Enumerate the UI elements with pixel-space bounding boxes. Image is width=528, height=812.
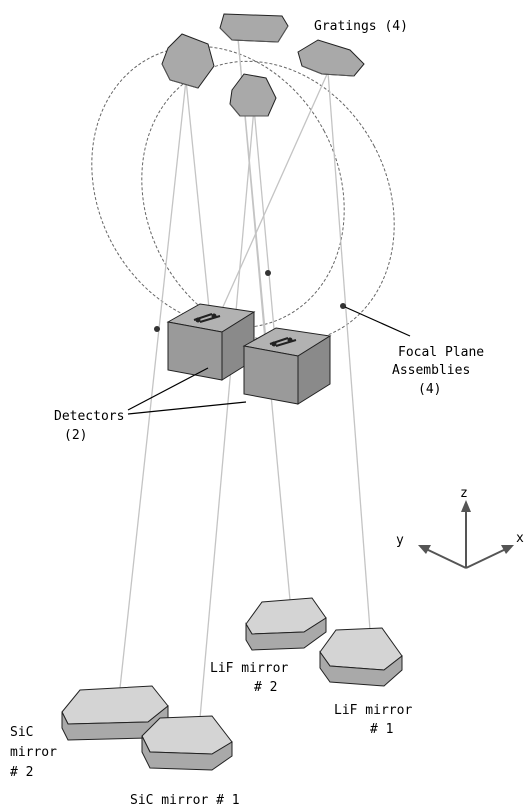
fpa-leader (344, 306, 411, 337)
x-axis (465, 547, 509, 569)
rowland-circle-lif (141, 60, 395, 344)
detectors-leader-left (127, 367, 209, 411)
label-sic2-3: # 2 (10, 765, 33, 780)
ray (119, 79, 187, 689)
mirror-lif-2 (245, 597, 327, 651)
label-lif1-1: LiF mirror (334, 703, 412, 718)
x-arrow-icon (501, 545, 514, 554)
fpa-dot (154, 326, 160, 332)
grating-left (161, 33, 215, 89)
fpa-dot (340, 303, 346, 309)
grating-front (229, 73, 277, 117)
grating-back (219, 13, 289, 43)
label-sic2-2: mirror (10, 745, 57, 760)
detectors-leader-right (127, 401, 247, 415)
label-lif2-2: # 2 (254, 680, 277, 695)
mirror-sic-1 (141, 715, 233, 771)
grating-right (297, 39, 365, 77)
labels: Gratings (4) Focal Plane Assemblies (4) … (10, 19, 484, 808)
ray (185, 79, 211, 319)
rowland-circle-sic (91, 45, 345, 329)
ray (253, 107, 276, 341)
label-fpa-1: Focal Plane (398, 345, 484, 360)
detector-left (166, 303, 256, 381)
label-fpa-3: (4) (418, 382, 441, 397)
ray (199, 107, 255, 719)
mirror-lif-1 (319, 627, 403, 687)
label-detectors-2: (2) (64, 428, 87, 443)
label-detectors-1: Detectors (54, 409, 124, 424)
label-sic1: SiC mirror # 1 (130, 793, 240, 808)
label-lif1-2: # 1 (370, 722, 393, 737)
leader-lines (127, 306, 411, 415)
axis-label-y: y (396, 533, 404, 548)
mirror-sic-2 (61, 685, 169, 741)
detector-right (242, 327, 332, 405)
fpa-dot (265, 270, 271, 276)
ray (217, 71, 329, 319)
label-fpa-2: Assemblies (392, 363, 470, 378)
y-arrow-icon (418, 545, 431, 554)
z-arrow-icon (461, 500, 471, 512)
axis-label-x: x (516, 531, 524, 546)
gratings (161, 13, 365, 117)
coordinate-axes: z y x (396, 486, 524, 569)
ray (327, 71, 371, 631)
label-gratings: Gratings (4) (314, 19, 408, 34)
axis-label-z: z (460, 486, 468, 501)
y-axis (423, 547, 467, 569)
label-lif2-1: LiF mirror (210, 661, 288, 676)
label-sic2-1: SiC (10, 725, 33, 740)
